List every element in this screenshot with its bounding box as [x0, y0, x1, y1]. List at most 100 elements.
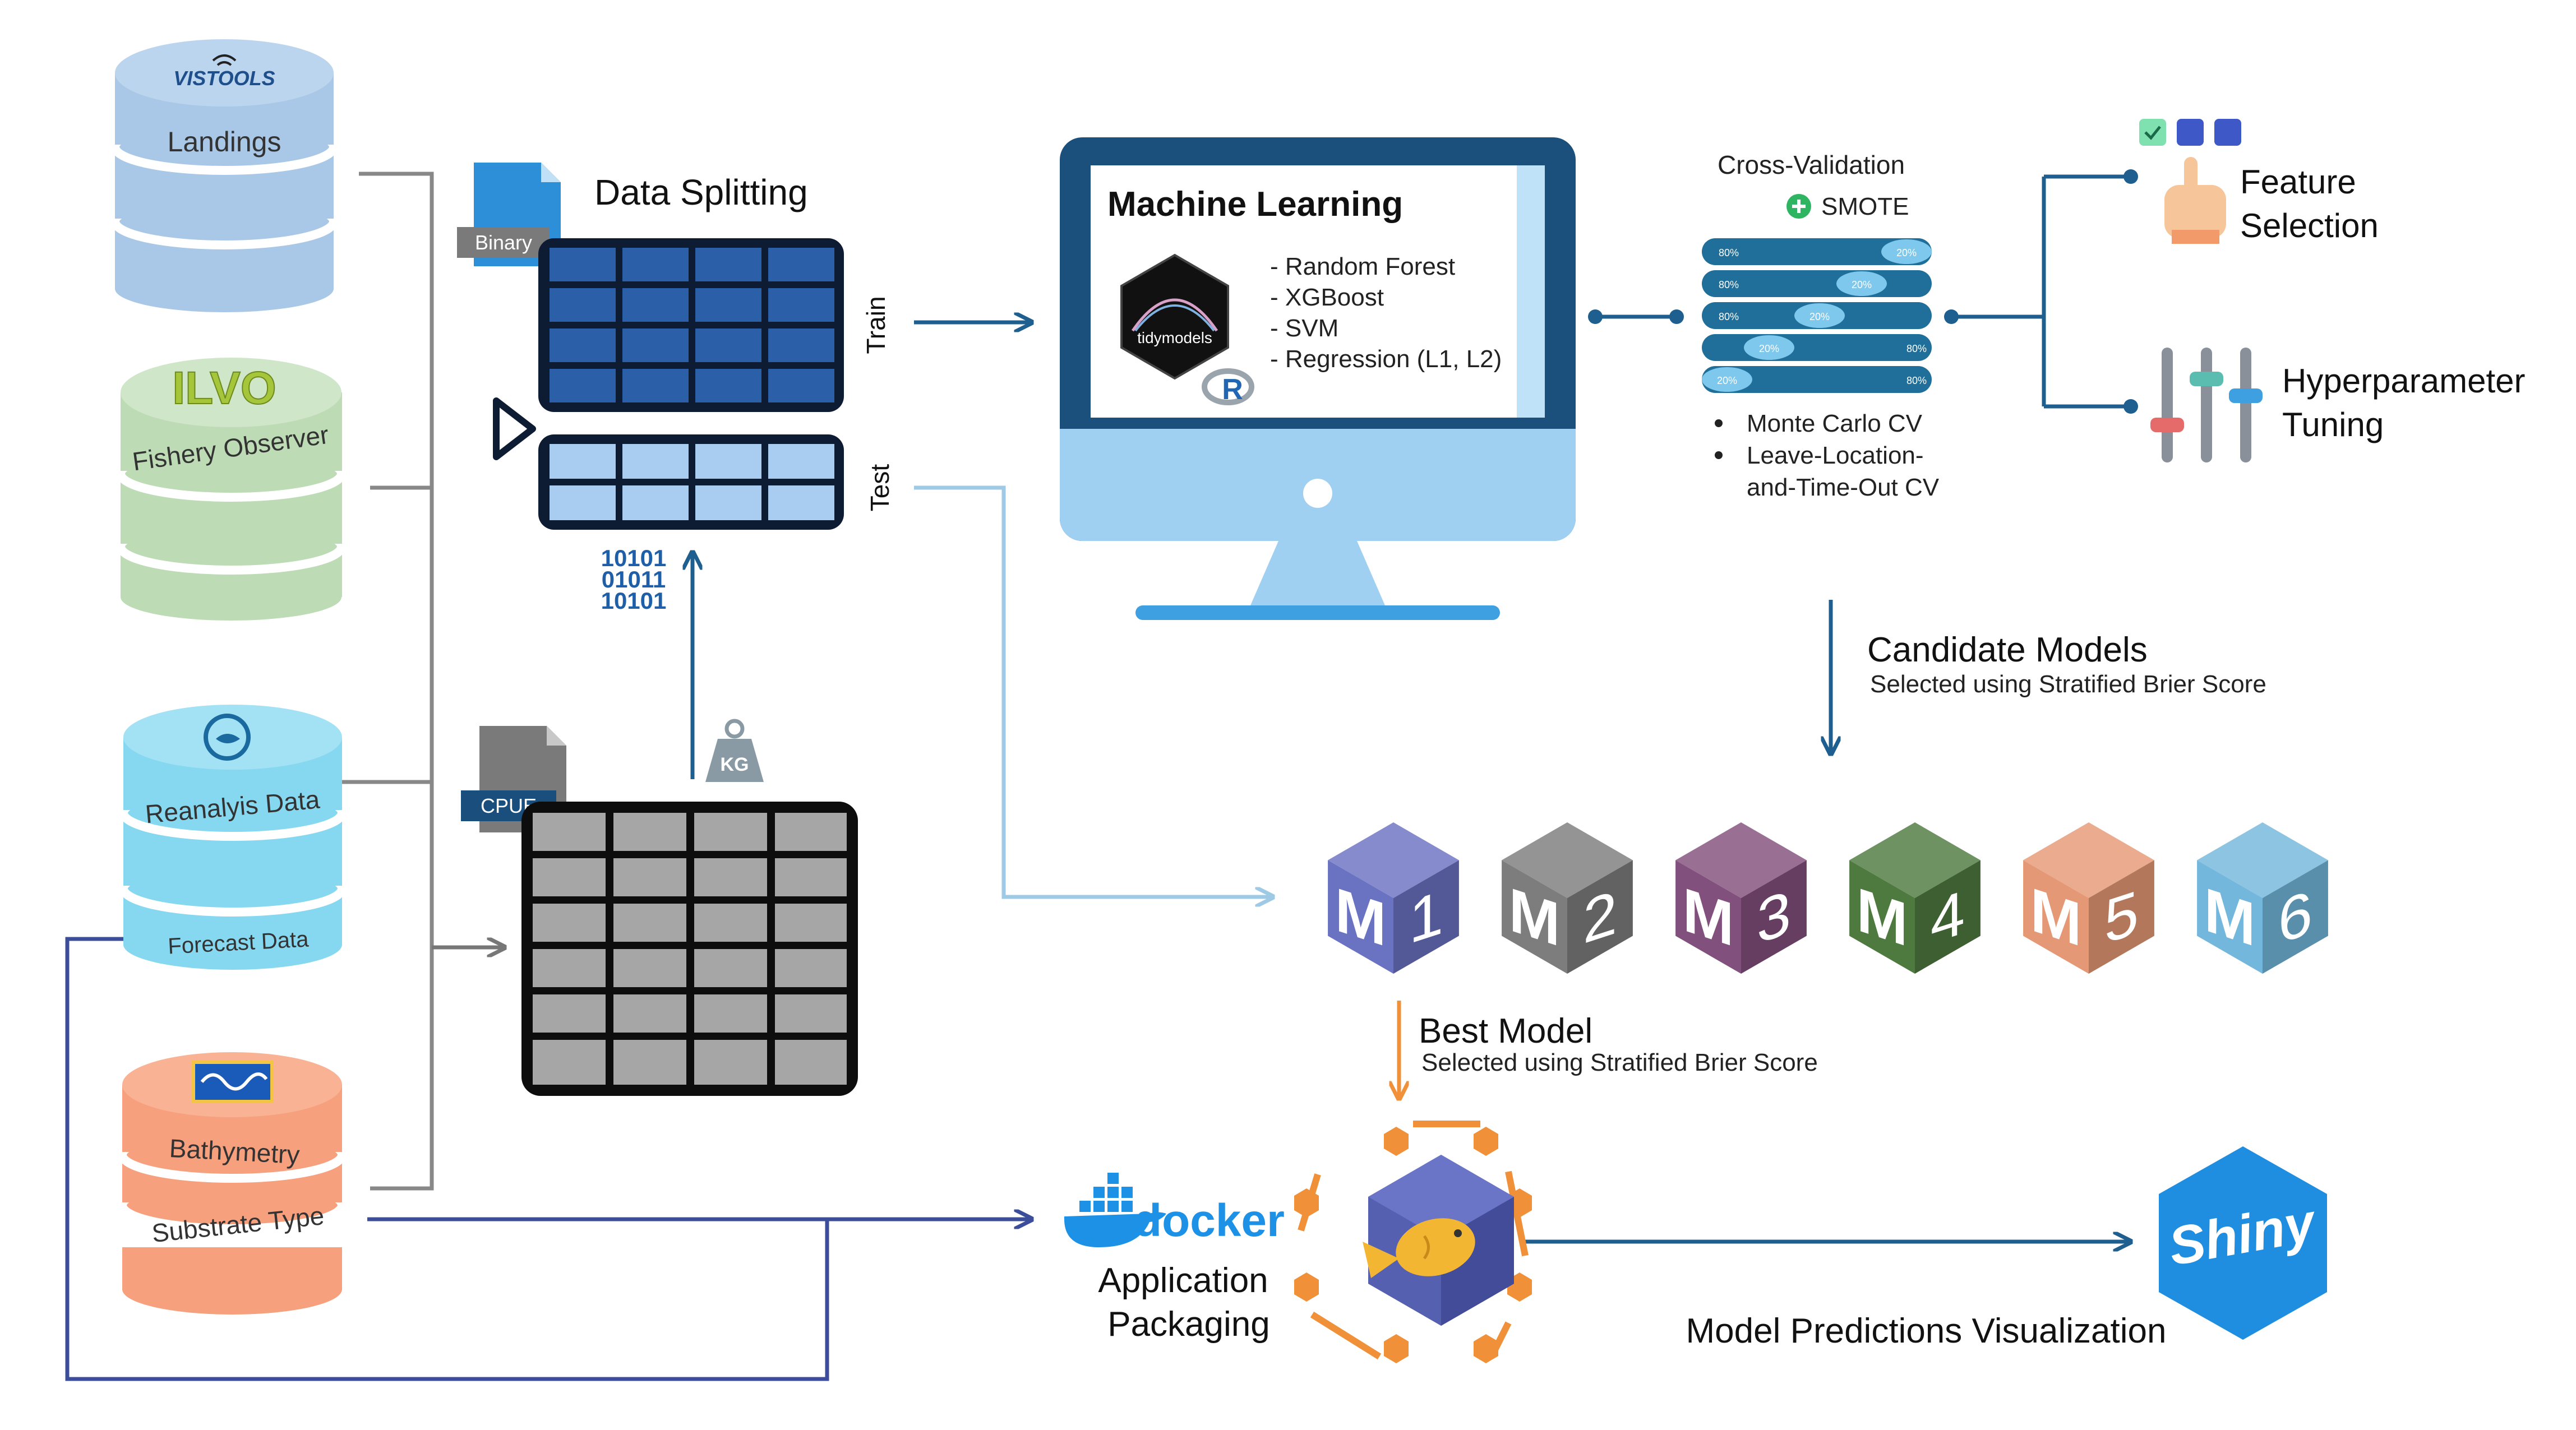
cv-bar: 80% 20% [1702, 238, 1932, 265]
model-cube-left [1328, 860, 1393, 974]
wifi-icon [212, 54, 237, 66]
vistools-logo: VISTOOLS [173, 67, 275, 90]
shiny-caption: Model Predictions Visualization [1686, 1312, 2167, 1350]
binary-digits: 01011 [602, 566, 666, 593]
model-number: 4 [1931, 877, 1965, 957]
ml-method: - Regression (L1, L2) [1270, 345, 1502, 373]
connector-dot [2123, 399, 2138, 414]
connector-dot [1669, 309, 1684, 324]
model-cube-right [1915, 860, 1981, 974]
data-splitting-title: Data Splitting [594, 172, 808, 212]
feature-label: Feature [2240, 163, 2356, 201]
model-cube-right [1393, 860, 1459, 974]
model-letter: M [2030, 874, 2082, 960]
best-model-hexagon [1294, 1121, 1532, 1363]
model-number: 6 [2278, 877, 2312, 957]
cv-bar: 20% 80% [1702, 366, 1932, 393]
machine-learning-monitor: Machine Learning tidymodels R - Random F… [1060, 137, 1576, 620]
svg-text:20%: 20% [1896, 247, 1917, 258]
data-splitting: Binary Data Splitting Train Test 10101 0… [457, 163, 894, 614]
hyperparameter-tuning: Hyperparameter Tuning [2150, 348, 2526, 462]
sliders-icon [2150, 348, 2263, 462]
binary-digits: 10101 [601, 587, 667, 614]
svg-text:80%: 80% [1719, 247, 1739, 258]
svg-text:80%: 80% [1906, 343, 1927, 354]
model-letter: M [1509, 874, 1561, 960]
checkbox-icon [2139, 119, 2166, 146]
model-cube-right [1567, 860, 1633, 974]
bathymetry-map-icon [192, 1061, 274, 1103]
smote-label: SMOTE [1821, 193, 1909, 220]
connector-dot [1588, 309, 1603, 324]
arrow-test-to-models [914, 485, 1273, 897]
candidate-subtitle: Selected using Stratified Brier Score [1870, 670, 2266, 698]
shiny-hex-logo [2159, 1146, 2327, 1340]
hand-pointer-icon [2164, 157, 2226, 244]
svg-text:20%: 20% [1852, 279, 1872, 290]
model-cube-top [2023, 822, 2154, 898]
cv-bar: 80% 20% [1702, 270, 1932, 297]
cross-validation: Cross-Validation SMOTE 80% 20% 80% 20% 8… [1702, 150, 1940, 501]
best-title: Best Model [1419, 1012, 1592, 1050]
docker-whale-icon [1064, 1173, 1166, 1247]
train-table [538, 238, 844, 412]
model-number: 1 [1409, 877, 1443, 957]
cv-bar: 20% 80% [1702, 334, 1932, 361]
cv-method: and-Time-Out CV [1747, 474, 1940, 501]
model-cube-right [1741, 860, 1807, 974]
model-cube-left [2023, 860, 2089, 974]
cv-method: Monte Carlo CV [1747, 410, 1923, 437]
connector-dot [2123, 169, 2138, 184]
model-number: 5 [2104, 877, 2139, 957]
checkbox-icon [2177, 119, 2204, 146]
landings-database: VISTOOLS Landings [110, 39, 338, 312]
binary-tag: Binary [475, 231, 532, 254]
model-cube-right [2263, 860, 2328, 974]
svg-text:80%: 80% [1719, 279, 1739, 290]
r-logo: R [1202, 368, 1254, 406]
connector-dot [1944, 309, 1959, 324]
tidymodels-logo: tidymodels [1120, 253, 1229, 380]
cv-method: Leave-Location- [1747, 442, 1924, 469]
feature-label: Selection [2240, 207, 2379, 244]
model-letter: M [2204, 874, 2256, 960]
svg-text:20%: 20% [1759, 343, 1779, 354]
train-label: Train [861, 296, 890, 354]
hyper-label: Hyperparameter [2282, 362, 2526, 400]
kg-label: KG [721, 754, 749, 775]
monitor-power-button [1303, 479, 1332, 508]
connector-forecast-loop [65, 937, 829, 1381]
model-cube-top [1328, 822, 1459, 898]
docker-logo-text: docker [1134, 1195, 1285, 1246]
model-cube-top [1849, 822, 1981, 898]
candidate-models-label: Candidate Models Selected using Stratifi… [1867, 631, 2266, 698]
bathymetry-label: Bathymetry [169, 1133, 301, 1169]
ml-method: - XGBoost [1270, 284, 1384, 311]
landings-label: Landings [168, 126, 281, 158]
best-model-label: Best Model Selected using Stratified Bri… [1419, 1012, 1818, 1076]
model-number: 3 [1757, 877, 1791, 957]
model-cube-top [1675, 822, 1807, 898]
ilvo-logo: ILVO [172, 363, 276, 414]
model-letter: M [1335, 874, 1387, 960]
copernicus-icon [204, 714, 251, 761]
model-cube-left [2197, 860, 2263, 974]
docker-packaging: docker Application Packaging [1064, 1173, 1285, 1344]
packaging-label: Application [1098, 1261, 1268, 1300]
cv-bullet [1715, 451, 1723, 459]
reanalysis-database: Reanalyis Data Forecast Data [119, 705, 347, 970]
kg-weight-icon: KG [705, 719, 764, 782]
model-letter: M [1683, 874, 1734, 960]
svg-text:20%: 20% [1717, 375, 1737, 386]
test-label: Test [865, 464, 894, 512]
checkbox-icon [2214, 119, 2241, 146]
best-subtitle: Selected using Stratified Brier Score [1421, 1049, 1818, 1076]
ml-method: - Random Forest [1270, 253, 1455, 280]
ml-method: - SVM [1270, 314, 1338, 342]
